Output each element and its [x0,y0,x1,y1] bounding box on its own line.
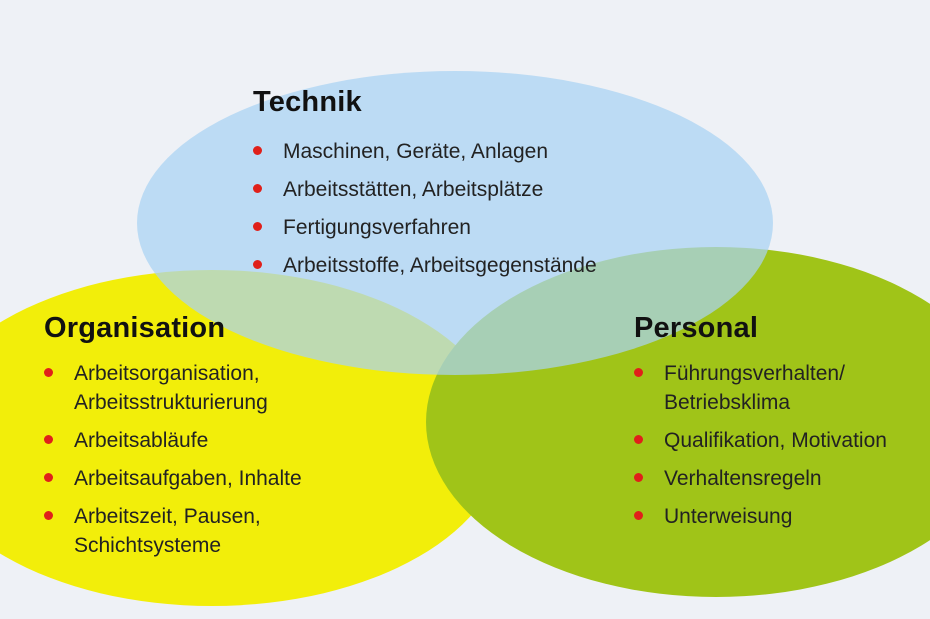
technik-list: Maschinen, Geräte, Anlagen Arbeitsstätte… [253,137,597,280]
organisation-group: Organisation Arbeitsorganisation,Arbeits… [44,312,302,569]
list-item-line-1: Arbeitsaufgaben, Inhalte [74,467,302,490]
list-item-line-2: Schichtsysteme [74,534,222,557]
list-item: Arbeitszeit, Pausen, Schichtsysteme [44,502,302,560]
bullet-icon [44,435,53,444]
bullet-icon [44,473,53,482]
technik-title: Technik [253,86,362,118]
list-item-line-1: Führungsverhalten/ [664,362,845,385]
list-item-line-1: Arbeitsabläufe [74,429,209,452]
list-item-label: Maschinen, Geräte, Anlagen [283,140,549,163]
list-item: Arbeitsstätten, Arbeitsplätze [253,175,597,204]
list-item-line-1: Qualifikation, Motivation [664,429,887,452]
list-item-line-2: Arbeitsstrukturierung [74,391,268,414]
list-item-label: Arbeitsstätten, Arbeitsplätze [283,178,544,201]
technik-circle [137,71,773,375]
bullet-icon [253,146,262,155]
technik-group: Technik Maschinen, Geräte, Anlagen Arbei… [253,86,597,289]
list-item-line-1: Arbeitszeit, Pausen, [74,505,261,528]
personal-list: Führungsverhalten/Betriebsklima Qualifik… [634,359,887,531]
bullet-icon [253,260,262,269]
list-item: Unterweisung [634,502,887,531]
list-item-line-2: Betriebsklima [664,391,791,414]
personal-title: Personal [634,312,759,344]
list-item-label: Fertigungsverfahren [283,216,471,239]
list-item: Arbeitsabläufe [44,426,302,455]
list-item: Arbeitsorganisation, Arbeitsstrukturierun… [44,359,302,417]
list-item: Führungsverhalten/Betriebsklima [634,359,887,417]
organisation-list: Arbeitsorganisation, Arbeitsstrukturierun… [44,359,302,560]
list-item: Verhaltensregeln [634,464,887,493]
list-item: Arbeitsaufgaben, Inhalte [44,464,302,493]
list-item-label: Arbeitsstoffe, Arbeitsgegenstände [283,254,597,277]
list-item-line-1: Unterweisung [664,505,793,528]
bullet-icon [634,473,643,482]
list-item: Arbeitsstoffe, Arbeitsgegenstände [253,251,597,280]
personal-group: Personal Führungsverhalten/Betriebsklima… [634,312,887,540]
organisation-title: Organisation [44,312,226,344]
bullet-icon [44,511,53,520]
list-item: Maschinen, Geräte, Anlagen [253,137,597,166]
bullet-icon [634,368,643,377]
bullet-icon [44,368,53,377]
list-item: Fertigungsverfahren [253,213,597,242]
bullet-icon [253,184,262,193]
bullet-icon [634,435,643,444]
list-item-line-1: Arbeitsorganisation, [74,362,260,385]
bullet-icon [253,222,262,231]
bullet-icon [634,511,643,520]
list-item-line-1: Verhaltensregeln [664,467,822,490]
list-item: Qualifikation, Motivation [634,426,887,455]
